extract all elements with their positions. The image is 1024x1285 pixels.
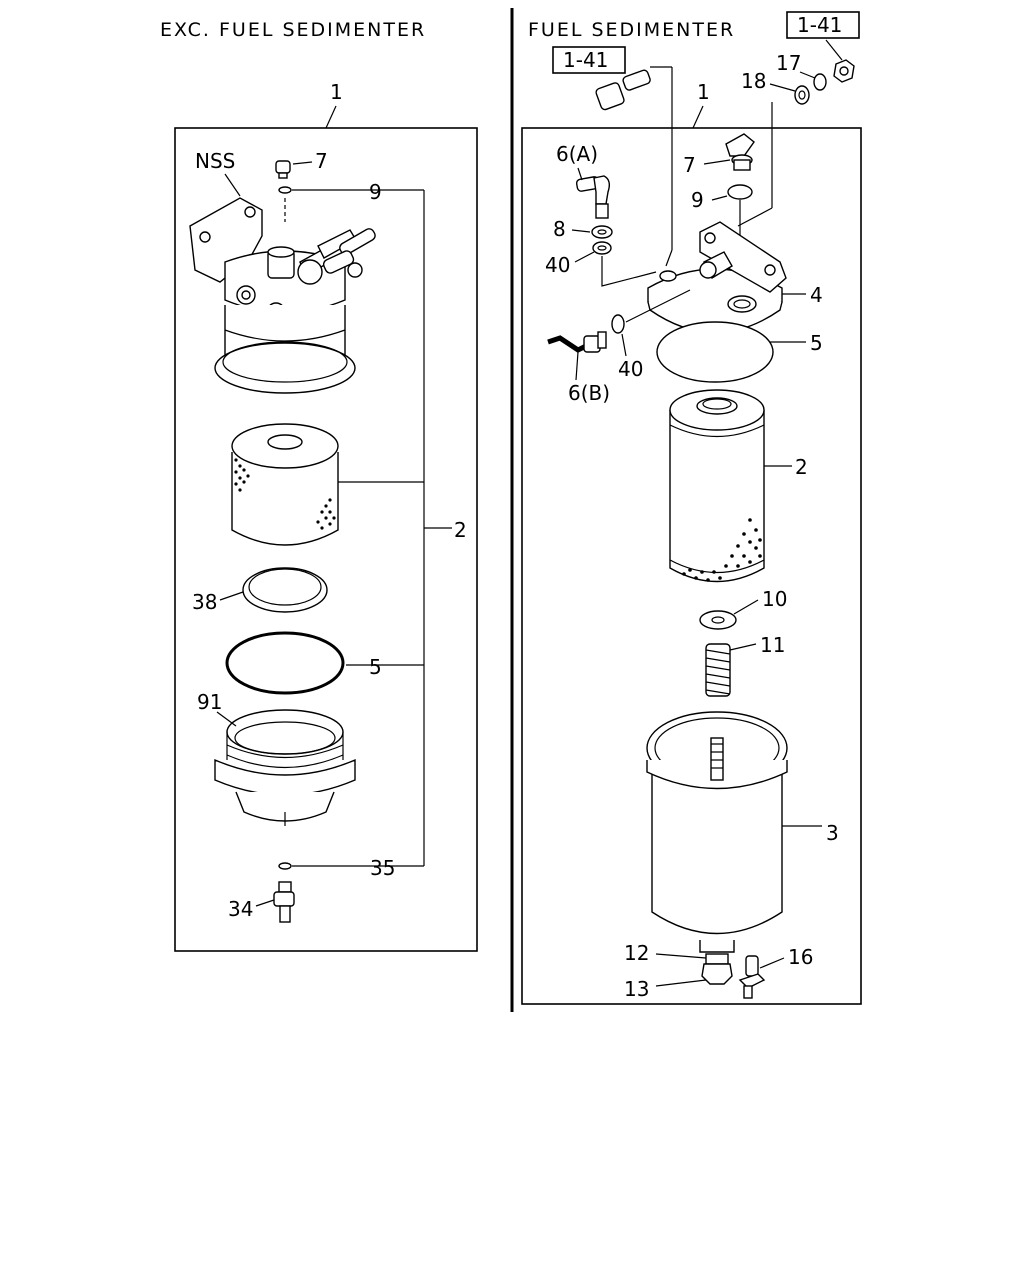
right-callout-8: 8 (553, 217, 566, 241)
right-washer-40b (611, 314, 625, 334)
right-callout-9: 9 (691, 188, 704, 212)
right-plug-7 (725, 133, 755, 171)
right-gasket-5 (656, 321, 774, 383)
right-filter-element-2 (669, 389, 765, 583)
right-drain-plug (701, 953, 733, 985)
right-spring-11 (705, 643, 731, 697)
left-plug-7 (275, 160, 291, 179)
right-callout-1: 1 (697, 80, 710, 104)
left-housing-bowl (214, 305, 356, 394)
left-callout-91: 91 (197, 690, 222, 714)
right-panel-title: FUEL SEDIMENTER (528, 19, 735, 41)
right-washer-8 (591, 225, 613, 239)
left-oring-5 (225, 631, 345, 695)
left-callout-34: 34 (228, 897, 253, 921)
right-washer-18 (794, 85, 810, 105)
right-callout-5: 5 (810, 331, 823, 355)
right-callout-40a: 40 (545, 253, 570, 277)
right-callout-40b: 40 (618, 357, 643, 381)
right-callout-12: 12 (624, 941, 649, 965)
left-callout-9: 9 (369, 180, 382, 204)
right-washer-40a (592, 241, 612, 255)
left-panel-title: EXC. FUEL SEDIMENTER (160, 19, 426, 41)
left-ring-38 (242, 567, 328, 613)
ref-box-left[interactable] (552, 46, 626, 74)
ref-box-right[interactable] (786, 11, 860, 39)
right-assembly-frame (521, 127, 862, 1005)
ref-box-left-label: 1-41 (563, 48, 608, 72)
left-filter-head (189, 197, 376, 322)
left-oring-9 (278, 186, 292, 194)
left-callout-5: 5 (369, 655, 382, 679)
right-washer-10 (699, 610, 737, 630)
right-callout-18: 18 (741, 69, 766, 93)
right-mounting-bolt (595, 69, 651, 111)
right-bowl-3 (646, 711, 788, 953)
right-elbow-6a (575, 175, 611, 219)
left-filter-element-2 (231, 423, 339, 546)
right-callout-11: 11 (760, 633, 785, 657)
right-callout-2: 2 (795, 455, 808, 479)
right-callout-7: 7 (683, 153, 696, 177)
left-bowl-91 (214, 709, 356, 826)
right-oring-9 (727, 184, 753, 200)
right-callout-10: 10 (762, 587, 787, 611)
right-callout-13: 13 (624, 977, 649, 1001)
right-callout-6b: 6(B) (568, 381, 610, 405)
right-callout-4: 4 (810, 283, 823, 307)
left-callout-2: 2 (454, 518, 467, 542)
left-oring-35 (278, 862, 292, 870)
right-nut (833, 59, 855, 83)
left-panel: EXC. FUEL SEDIMENTER 1 9 2 5 35 NSS 7 (160, 19, 478, 952)
left-assembly-frame (174, 127, 478, 952)
right-fitting-6b (547, 331, 607, 353)
ref-box-right-label: 1-41 (797, 13, 842, 37)
right-callout-6a: 6(A) (556, 142, 598, 166)
right-filter-head-4 (647, 221, 787, 334)
right-drain-cock-16 (738, 955, 766, 999)
right-callout-16: 16 (788, 945, 813, 969)
left-callout-1: 1 (330, 80, 343, 104)
right-spring-washer-17 (813, 73, 827, 91)
left-callout-35: 35 (370, 856, 395, 880)
left-callout-nss: NSS (195, 149, 235, 173)
left-callout-7: 7 (315, 149, 328, 173)
left-callout-38: 38 (192, 590, 217, 614)
right-callout-3: 3 (826, 821, 839, 845)
right-panel: FUEL SEDIMENTER 1-41 1-41 17 18 (521, 11, 862, 1005)
right-callout-17: 17 (776, 51, 801, 75)
left-drain-34 (273, 881, 295, 923)
